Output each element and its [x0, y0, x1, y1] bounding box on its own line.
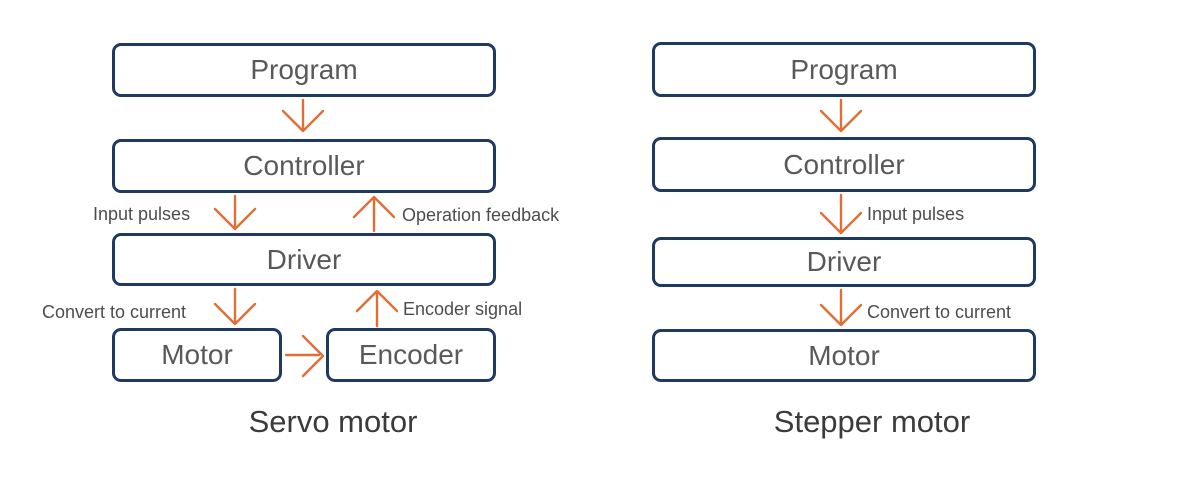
- servo-box-controller: Controller: [112, 139, 496, 193]
- stepper-arrow-driver-to-motor: [819, 288, 863, 327]
- servo-arrow-program-to-controller: [281, 98, 325, 133]
- stepper-box-program-label: Program: [790, 53, 898, 85]
- servo-box-program: Program: [112, 43, 496, 97]
- servo-box-motor: Motor: [112, 328, 282, 382]
- servo-box-motor-label: Motor: [161, 339, 233, 370]
- servo-label-encoder-signal: Encoder signal: [403, 299, 523, 319]
- servo-arrow-driver-to-motor: [213, 287, 257, 326]
- servo-box-controller-label: Controller: [243, 150, 365, 181]
- servo-label-convert-to-current: Convert to current: [42, 302, 187, 322]
- stepper-arrow-program-to-controller: [819, 98, 863, 133]
- servo-arrow-motor-to-encoder: [284, 334, 325, 378]
- servo-label-operation-feedback: Operation feedback: [402, 205, 560, 225]
- servo-box-encoder: Encoder: [326, 328, 496, 382]
- servo-diagram-title: Servo motor: [248, 404, 418, 439]
- stepper-label-input-pulses: Input pulses: [867, 204, 965, 224]
- stepper-arrow-controller-to-driver: [819, 193, 863, 235]
- stepper-box-controller-label: Controller: [783, 148, 905, 180]
- servo-arrow-encoder-to-driver: [355, 289, 399, 328]
- stepper-box-driver-label: Driver: [806, 246, 882, 277]
- servo-box-driver-label: Driver: [266, 243, 342, 275]
- stepper-box-driver: Driver: [652, 237, 1036, 287]
- servo-box-driver: Driver: [112, 233, 496, 286]
- servo-arrow-driver-to-controller-feedback: [352, 195, 396, 233]
- stepper-box-program: Program: [652, 42, 1036, 97]
- servo-arrow-controller-to-driver: [213, 194, 257, 231]
- stepper-box-controller: Controller: [652, 137, 1036, 192]
- stepper-label-convert-to-current: Convert to current: [867, 302, 1012, 322]
- stepper-diagram-title: Stepper motor: [773, 404, 971, 439]
- servo-label-input-pulses: Input pulses: [93, 204, 191, 224]
- stepper-box-motor: Motor: [652, 329, 1036, 382]
- servo-box-program-label: Program: [250, 54, 358, 85]
- servo-box-encoder-label: Encoder: [358, 339, 464, 370]
- stepper-box-motor-label: Motor: [808, 339, 880, 371]
